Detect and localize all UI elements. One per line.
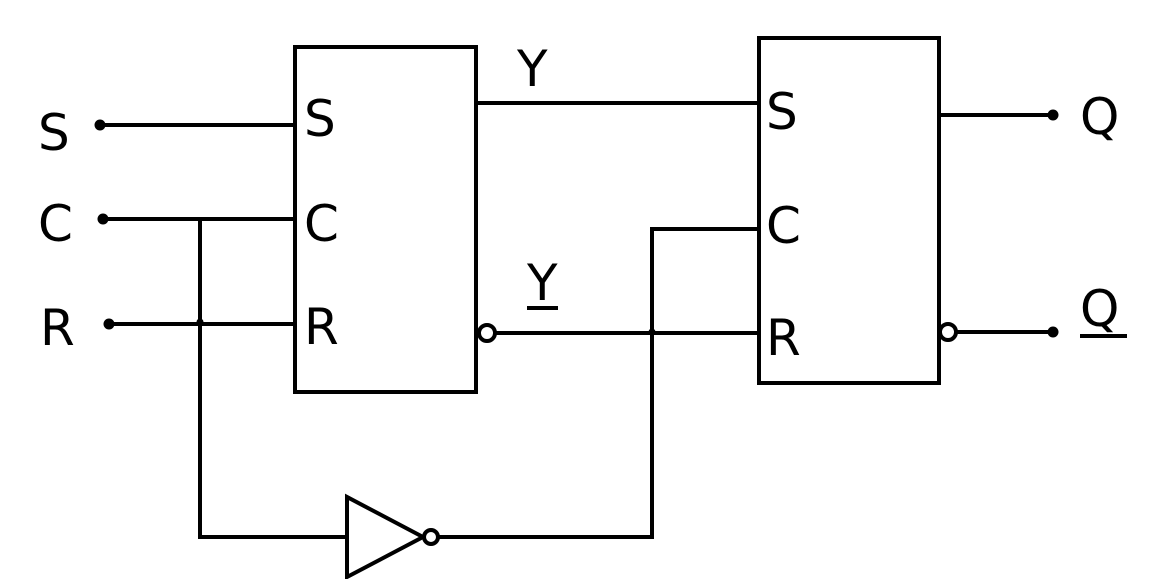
flipflop-1-r-pin: R [304,298,339,356]
flipflop-2-r-pin: R [766,309,801,367]
wire-crossover-marker-2 [648,328,656,336]
output-q-inv-terminal [1047,326,1059,338]
signal-y-inv-label: Y [526,254,558,312]
wire-crossover-marker [196,318,204,326]
flipflop-2-inversion-bubble [938,322,958,342]
output-q-inv-label: Q [1080,280,1119,338]
flipflop-1-box [293,45,478,394]
input-r-label: R [40,299,75,357]
output-q-label: Q [1080,88,1119,146]
input-c-label: C [38,195,73,253]
flipflop-1-inversion-bubble [477,323,497,343]
input-s-label: S [38,104,70,162]
inverter-gate [345,493,428,579]
flipflop-2-s-pin: S [766,83,798,141]
flipflop-2-c-pin: C [766,197,801,255]
inverter-bubble [422,528,440,546]
signal-y-label: Y [516,40,548,98]
wire-inverted-clock [438,227,758,539]
flipflop-1-s-pin: S [304,90,336,148]
output-q-terminal [1047,109,1059,121]
flipflop-1-c-pin: C [304,195,339,253]
flipflop-2-box [757,36,941,385]
